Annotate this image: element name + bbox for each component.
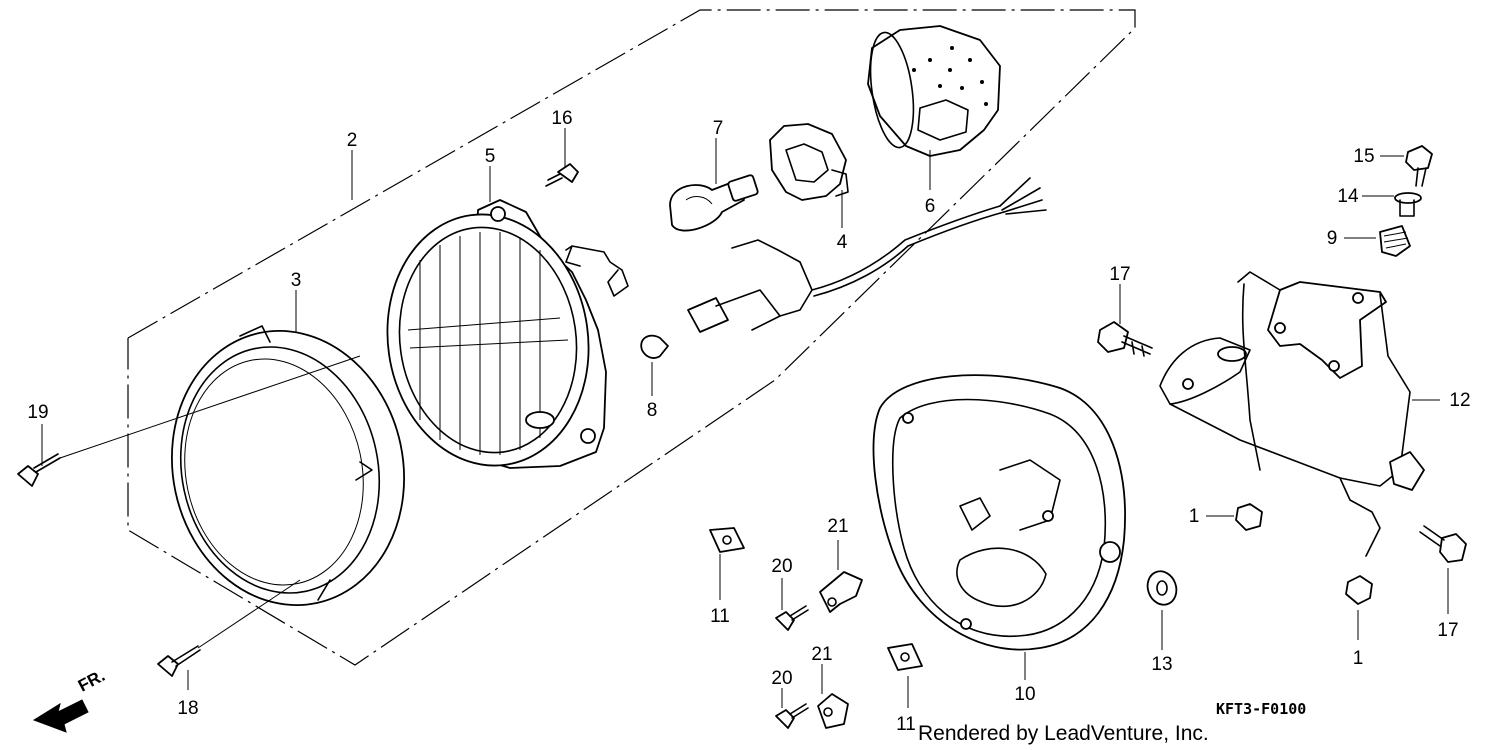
diagram-code: KFT3-F0100 [1216, 700, 1306, 718]
headlight-bulb[interactable] [669, 174, 759, 232]
callout-13: 13 [1151, 654, 1172, 675]
callout-1-lower: 1 [1353, 648, 1364, 669]
callout-10: 10 [1014, 684, 1035, 705]
callout-14: 14 [1337, 186, 1359, 207]
render-credit: Rendered by LeadVenture, Inc. [918, 722, 1209, 745]
screw-20b[interactable] [775, 703, 809, 729]
nut-1-lower[interactable] [1345, 575, 1373, 605]
front-label: FR. [75, 666, 108, 696]
callout-17-upper: 17 [1109, 264, 1130, 285]
bulb-socket-holder[interactable] [769, 123, 849, 201]
headlight-unit[interactable] [371, 199, 607, 479]
headlight-bracket[interactable] [1159, 271, 1425, 557]
bolt-17-upper[interactable] [1097, 321, 1153, 357]
callout-7: 7 [713, 118, 724, 139]
front-direction-arrow: FR. [32, 666, 108, 733]
callout-3: 3 [291, 270, 302, 291]
collar-14[interactable] [1394, 192, 1422, 217]
callout-11-a: 11 [710, 606, 730, 627]
headlight-rim[interactable] [147, 309, 429, 627]
clip-nut-11b[interactable] [887, 643, 923, 671]
screw-20a[interactable] [775, 605, 809, 631]
washer-13[interactable] [1143, 567, 1181, 609]
callout-1-upper: 1 [1189, 506, 1200, 527]
bolt-15[interactable] [1405, 145, 1433, 187]
cable-clamp-21b[interactable] [817, 693, 849, 729]
screw-19[interactable] [17, 453, 61, 487]
cable-clamp-21a[interactable] [819, 571, 863, 613]
callout-17-lower: 17 [1437, 620, 1458, 641]
callout-15: 15 [1353, 146, 1374, 167]
clip-nut-11a[interactable] [709, 527, 745, 553]
callout-21-b: 21 [811, 644, 832, 665]
bulb-dust-cover[interactable] [864, 25, 1001, 157]
headlight-case[interactable] [872, 374, 1126, 651]
socket-wiring-harness[interactable] [687, 177, 1047, 333]
callout-9: 9 [1327, 228, 1338, 249]
callout-labels: 2 3 5 16 7 4 6 8 19 18 15 14 9 17 12 1 1… [27, 108, 1470, 735]
callout-5: 5 [485, 146, 496, 167]
callout-6: 6 [925, 196, 936, 217]
bolt-17-lower[interactable] [1419, 525, 1467, 563]
screw-18[interactable] [157, 645, 201, 677]
bulb-retaining-clip[interactable] [565, 245, 629, 297]
callout-2: 2 [347, 130, 358, 151]
lens-pattern [407, 232, 569, 455]
assembly-boundary [127, 9, 1136, 666]
callout-12: 12 [1449, 390, 1470, 411]
callout-21-a: 21 [827, 516, 848, 537]
callout-20-a: 20 [771, 556, 792, 577]
callout-4: 4 [837, 232, 848, 253]
callout-11-b: 11 [896, 714, 916, 735]
callout-19: 19 [27, 402, 48, 423]
callout-16: 16 [551, 108, 572, 129]
screw-16[interactable] [545, 163, 579, 187]
callout-20-b: 20 [771, 668, 792, 689]
leader-lines [41, 128, 1449, 708]
grommet-9[interactable] [1379, 225, 1411, 257]
callout-8: 8 [647, 400, 658, 421]
nut-1-upper[interactable] [1235, 503, 1263, 531]
position-bulb[interactable] [640, 334, 669, 359]
callout-18: 18 [177, 698, 198, 719]
